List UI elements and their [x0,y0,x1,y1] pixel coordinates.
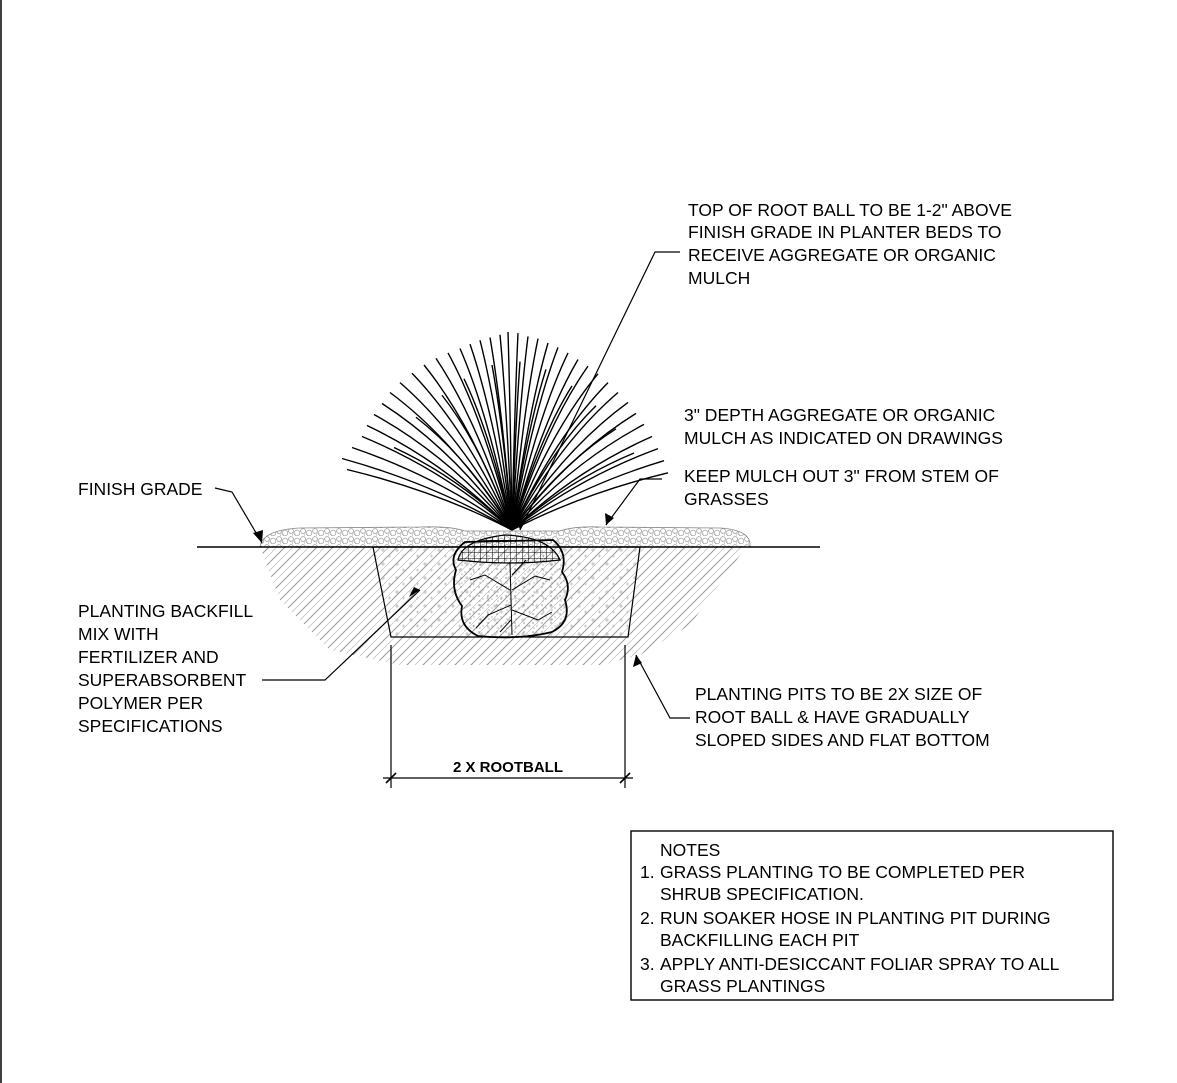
label-line: 3" DEPTH AGGREGATE OR ORGANIC [684,405,995,425]
grass-blade [511,423,645,531]
notes-box [630,830,1114,1001]
grass-blade [511,352,569,531]
note-line: SHRUB SPECIFICATION. [660,884,864,904]
grass-blade [511,365,589,531]
note-line: RUN SOAKER HOSE IN PLANTING PIT DURING [660,908,1051,928]
grass-blade [351,446,513,531]
label-line: MIX WITH [78,624,159,644]
label-line: SLOPED SIDES AND FLAT BOTTOM [695,730,990,750]
label-line: ROOT BALL & HAVE GRADUALLY [695,707,970,727]
dimension-lines [383,645,633,788]
label-line: MULCH AS INDICATED ON DRAWINGS [684,428,1003,448]
grass-blade [381,402,513,531]
label-line: MULCH [688,268,750,288]
grass-blade [511,391,619,531]
label-line: PLANTING PITS TO BE 2X SIZE OF [695,684,982,704]
label-finish-grade: FINISH GRADE [78,479,202,499]
note-number: 1. [640,862,655,882]
grass-blade [415,416,513,531]
dimension-label: 2 X ROOTBALL [453,759,563,776]
grass-blade [511,338,539,531]
grass-blade [511,369,547,531]
label-line: TOP OF ROOT BALL TO BE 1-2" ABOVE [688,200,1012,220]
grass-blade [511,347,559,531]
grass-blade [507,331,513,531]
grass-blade [511,361,521,531]
grass-blade [511,336,529,531]
grass-blade [479,340,513,531]
label-mulch-depth: 3" DEPTH AGGREGATE OR ORGANIC MULCH AS I… [684,405,1003,448]
label-line: PLANTING BACKFILL [78,601,253,621]
label-pits: PLANTING PITS TO BE 2X SIZE OF ROOT BALL… [695,684,990,750]
grass-blade [511,401,629,531]
note-line: APPLY ANTI-DESICCANT FOLIAR SPRAY TO ALL [660,954,1060,974]
label-line: FINISH GRADE IN PLANTER BEDS TO [688,222,1001,242]
grass-blade [511,405,597,531]
grass-blade [511,460,665,531]
grass-blade [441,394,513,531]
grass-blade [341,457,513,531]
note-number: 3. [640,954,655,974]
grass-blade [463,378,513,531]
label-backfill: PLANTING BACKFILL MIX WITH FERTILIZER AN… [78,601,253,736]
grass-blade [373,413,513,531]
grass-blade [499,334,513,531]
grass-blade [411,372,513,531]
note-number: 2. [640,908,655,928]
note-line: BACKFILLING EACH PIT [660,930,860,950]
grass-blade [361,435,513,531]
label-line: RECEIVE AGGREGATE OR ORGANIC [688,245,996,265]
grass-blade [491,364,513,531]
grass-blade [447,352,513,531]
grass-blade [511,428,617,531]
grass-blade [346,468,513,531]
label-line: GRASSES [684,489,769,509]
grass-blade [469,343,513,531]
grass-blade [511,447,659,531]
label-line: KEEP MULCH OUT 3" FROM STEM OF [684,466,999,486]
grass-blades [341,331,669,531]
grass-blade [511,373,599,531]
notes-title: NOTES [660,840,720,860]
note-line: GRASS PLANTINGS [660,976,825,996]
label-line: POLYMER PER [78,693,203,713]
grass-blade [511,385,573,531]
grass-blade [393,446,513,531]
grass-blade [511,472,669,531]
leader-arrowheads [253,513,642,667]
label-keep-mulch: KEEP MULCH OUT 3" FROM STEM OF GRASSES [684,466,999,509]
label-line: SUPERABSORBENT [78,670,247,690]
label-line: SPECIFICATIONS [78,716,223,736]
grass-blade [399,382,513,531]
root-lines [469,559,553,636]
grass-blade [435,358,513,531]
notes: NOTES 1. GRASS PLANTING TO BE COMPLETED … [640,840,1060,996]
label-line: FERTILIZER AND [78,647,219,667]
root-ball-top-hatch [457,534,561,564]
label-top-root-ball: TOP OF ROOT BALL TO BE 1-2" ABOVE FINISH… [688,200,1012,288]
leader-lines [214,251,690,719]
note-line: GRASS PLANTING TO BE COMPLETED PER [660,862,1025,882]
